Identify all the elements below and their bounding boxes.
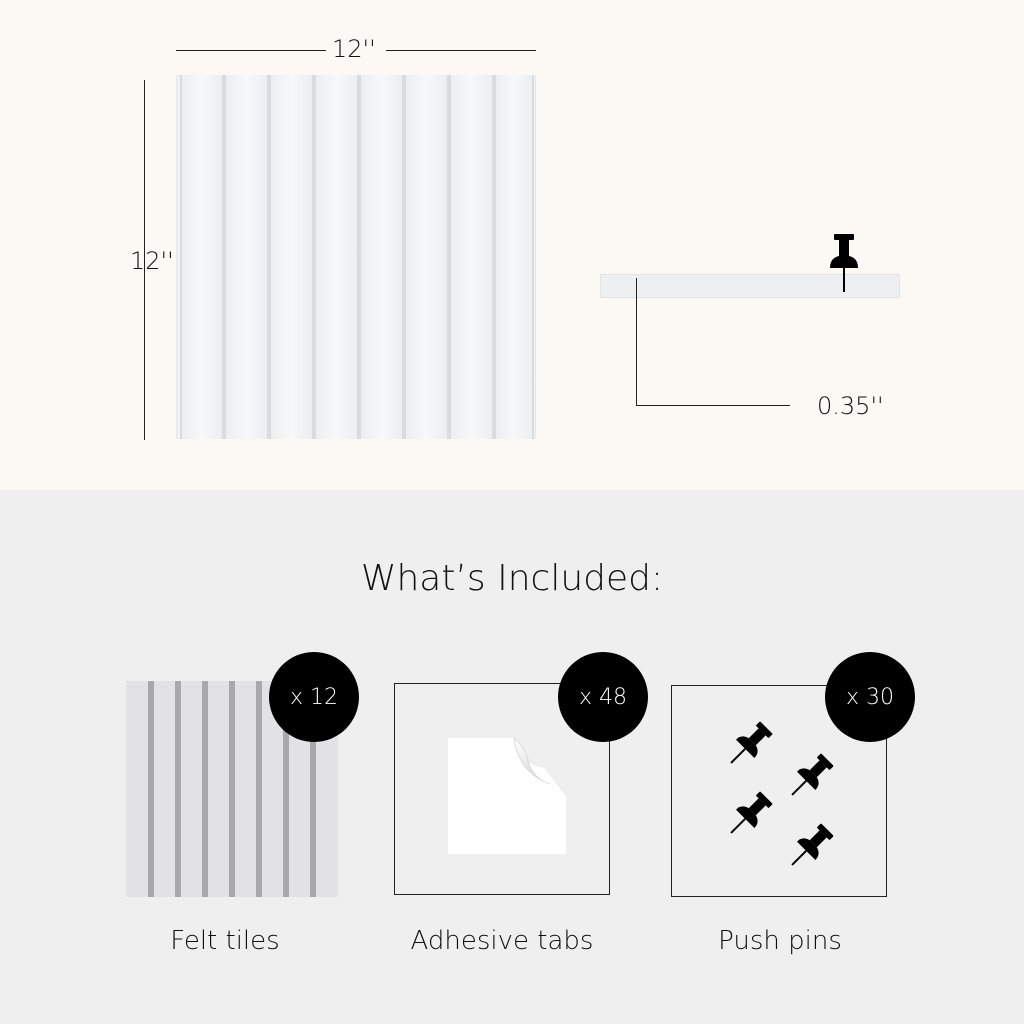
height-dimension-line [144,80,145,440]
felt-tile-front-view [176,75,536,439]
width-dimension-line-right [386,50,536,51]
adhesive-tab-icon [448,738,566,854]
adhesive-tabs-count-badge: x 48 [558,652,648,742]
push-pin-icon [791,823,834,866]
push-pin-icon [730,721,773,764]
thickness-label: 0.35'' [817,392,884,420]
peeling-corner-icon [510,738,566,798]
push-pin-icon [791,753,834,796]
thickness-dimension-line-vertical [636,278,637,406]
felt-tiles-count-badge: x 12 [269,652,359,742]
height-label: 12'' [130,247,174,275]
push-pin-icon [730,791,773,834]
felt-tile-side-view [600,274,900,298]
adhesive-tabs-caption: Adhesive tabs [410,926,594,956]
push-pin-icon [830,234,858,292]
thickness-dimension-line-horizontal [636,405,790,406]
felt-tiles-caption: Felt tiles [170,926,280,956]
push-pins-count-badge: x 30 [825,652,915,742]
width-dimension-line-left [176,50,326,51]
width-label: 12'' [332,35,376,63]
push-pins-caption: Push pins [718,926,842,956]
whats-included-heading: What’s Included: [360,558,664,599]
